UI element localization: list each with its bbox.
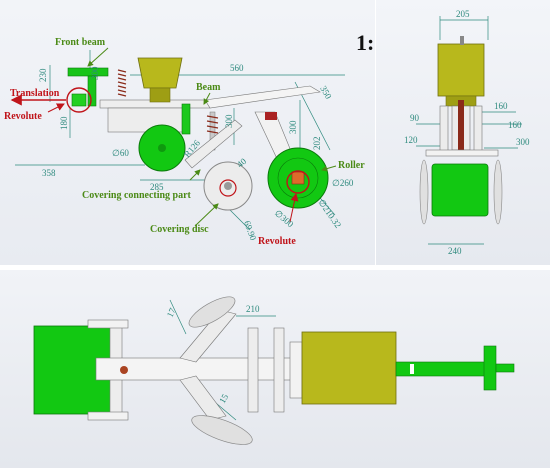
dim-285: 285 xyxy=(150,182,164,192)
dim-300-roller: 300 xyxy=(288,120,298,134)
top-rail-lower xyxy=(87,411,129,421)
label-roller: Roller xyxy=(338,160,365,171)
roller-arm-pin xyxy=(265,112,277,120)
dim-230: 230 xyxy=(38,68,48,82)
seed-hopper xyxy=(137,57,183,89)
front-beam-arrow xyxy=(87,47,109,67)
dim-560: 560 xyxy=(230,63,244,73)
covering-connecting-arrow xyxy=(189,169,201,181)
front-wheel-hub xyxy=(158,144,166,152)
top-covering-disc-lower xyxy=(191,415,253,445)
front-dim-300: 300 xyxy=(516,137,530,147)
dim-69-90: 69.90 xyxy=(242,219,258,242)
front-beam xyxy=(67,67,109,77)
disc-hub-marker xyxy=(219,179,237,197)
front-side-left xyxy=(439,105,449,153)
hopper-neck xyxy=(149,87,171,103)
top-view-panel: 210 17 15 xyxy=(0,270,550,468)
dim-d60: ∅60 xyxy=(112,148,129,158)
roller-arrow xyxy=(321,165,337,172)
dim-358: 358 xyxy=(42,168,56,178)
front-hopper-rod xyxy=(460,36,464,45)
front-dim-90: 90 xyxy=(410,113,420,123)
top-beam-pin xyxy=(120,366,128,374)
front-dim-240: 240 xyxy=(448,246,462,256)
revolute-marker-left xyxy=(66,87,92,113)
roller-hub xyxy=(291,171,305,185)
revolute-left-arrow xyxy=(47,103,65,113)
front-crossbar xyxy=(425,149,499,157)
front-view-panel: 205 160 160 90 120 300 240 xyxy=(376,0,550,265)
front-disc-left xyxy=(419,159,429,225)
top-front-crossbar xyxy=(483,345,497,391)
covering-connecting-part xyxy=(184,119,243,169)
front-spring xyxy=(458,100,464,152)
frame-body xyxy=(107,107,189,133)
top-front-beam-slot xyxy=(410,364,414,374)
label-revolute-right: Revolute xyxy=(258,236,296,247)
scale-label: 1:5 xyxy=(356,30,375,55)
front-dim-205: 205 xyxy=(456,9,470,19)
top-frame-plate-right xyxy=(273,327,285,413)
top-disc-arm-upper xyxy=(179,309,237,363)
front-dim-160b: 160 xyxy=(508,120,522,130)
label-covering-connecting-part: Covering connecting part xyxy=(82,190,192,201)
front-side-right xyxy=(473,105,483,153)
dim-d260: ∅260 xyxy=(332,178,354,188)
front-roller xyxy=(431,163,489,217)
label-front-beam: Front beam xyxy=(55,37,106,48)
dim-350: 350 xyxy=(318,84,334,101)
top-dim-15: 15 xyxy=(217,392,230,405)
top-covering-disc-upper xyxy=(188,296,236,328)
front-disc-right xyxy=(493,159,503,225)
top-disc-arm-lower xyxy=(179,375,227,421)
revolute-right-arrow xyxy=(289,193,299,223)
beam-arrow xyxy=(203,92,211,105)
front-beam-post xyxy=(87,75,97,107)
top-view-drawing: 210 17 15 xyxy=(33,296,515,445)
dim-180: 180 xyxy=(59,116,69,130)
top-frame-clamp xyxy=(289,341,303,399)
dim-202: 202 xyxy=(312,137,322,151)
top-dim-17: 17 xyxy=(165,306,178,319)
spring xyxy=(117,69,127,97)
front-dim-160a: 160 xyxy=(494,101,508,111)
front-hopper xyxy=(437,43,485,97)
covering-disc-arrow xyxy=(194,203,219,227)
top-frame-plate-left xyxy=(247,327,259,413)
top-rail-upper xyxy=(87,319,129,329)
side-view-panel: 1:5 Front beam Translation Revolute Beam… xyxy=(0,0,375,265)
translation-block xyxy=(71,93,87,107)
top-front-hitch xyxy=(495,363,515,373)
top-dim-210: 210 xyxy=(246,304,260,314)
dim-300-front: 300 xyxy=(90,66,100,80)
label-covering-disc: Covering disc xyxy=(150,224,209,235)
label-beam: Beam xyxy=(196,82,221,93)
dim-300-shaft: 300 xyxy=(224,114,234,128)
label-translation: Translation xyxy=(10,88,60,99)
shaft-spring xyxy=(206,115,219,134)
dim-d210: ∅210.32 xyxy=(316,197,343,229)
front-dim-120: 120 xyxy=(404,135,418,145)
label-revolute-left: Revolute xyxy=(4,111,42,122)
covering-disc-hub xyxy=(224,182,232,190)
beam xyxy=(204,85,321,109)
frame-clamp xyxy=(181,103,191,135)
revolute-marker-right xyxy=(286,170,310,194)
top-hopper xyxy=(301,331,397,405)
side-view-drawing: 1:5 Front beam Translation Revolute Beam… xyxy=(4,30,375,247)
front-view-drawing: 205 160 160 90 120 300 240 xyxy=(404,9,530,256)
